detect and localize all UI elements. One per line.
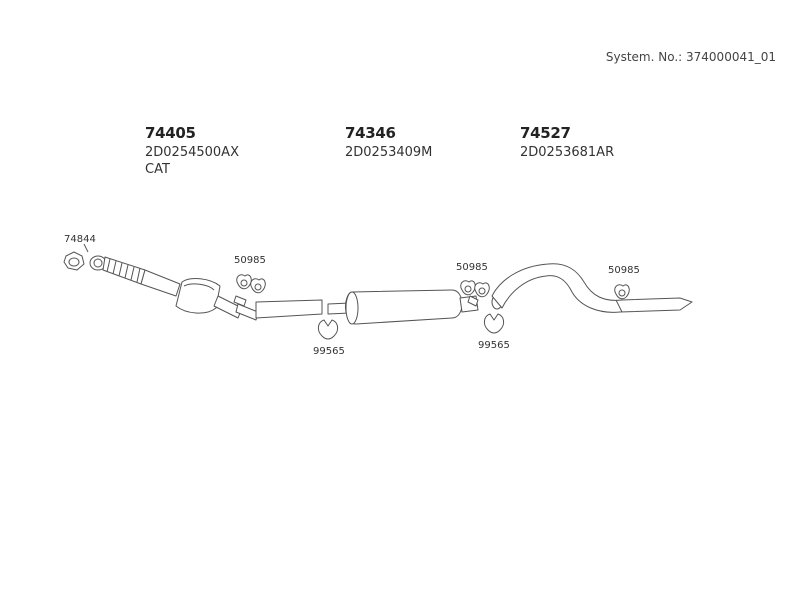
mount-50985-1	[236, 274, 266, 294]
callout-mount-3: 50985	[608, 265, 640, 276]
note-front-pipe: CAT	[145, 162, 170, 177]
callout-gasket: 74844	[64, 234, 96, 245]
mount-50985-3	[614, 284, 630, 300]
oem-number-middle-muffler: 2D0253409M	[345, 145, 433, 160]
part-number-middle-muffler: 74346	[345, 124, 396, 142]
gasket-74844	[63, 243, 89, 271]
callout-clamp-2: 99565	[478, 340, 510, 351]
part-number-front-pipe: 74405	[145, 124, 196, 142]
front-pipe-catalytic-converter	[89, 255, 323, 321]
clamp-99565-1	[317, 319, 339, 340]
oem-number-front-pipe: 2D0254500AX	[145, 145, 239, 160]
system-number: System. No.: 374000041_01	[605, 50, 776, 64]
mount-50985-2	[460, 280, 490, 307]
callout-mount-2: 50985	[456, 262, 488, 273]
middle-muffler	[327, 289, 479, 325]
callout-clamp-1: 99565	[313, 346, 345, 357]
callout-mount-1: 50985	[234, 255, 266, 266]
clamp-99565-2	[483, 313, 505, 334]
oem-number-rear-pipe: 2D0253681AR	[520, 145, 615, 160]
part-number-rear-pipe: 74527	[520, 124, 571, 142]
rear-pipe	[491, 263, 693, 313]
